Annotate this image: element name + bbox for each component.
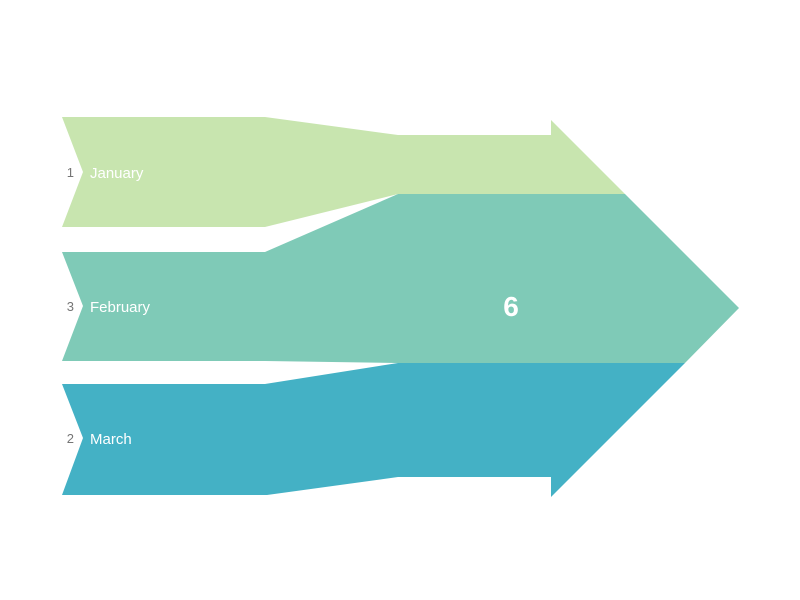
band-label-february: February (90, 299, 151, 316)
band-label-january: January (90, 165, 144, 182)
band-january[interactable] (62, 117, 625, 227)
value-label-march: 2 (67, 431, 74, 446)
value-label-january: 1 (67, 165, 74, 180)
band-march[interactable] (62, 363, 685, 497)
band-february[interactable] (62, 194, 739, 363)
merged-total-label: 6 (503, 291, 519, 322)
value-label-february: 3 (67, 299, 74, 314)
band-label-march: March (90, 431, 132, 448)
